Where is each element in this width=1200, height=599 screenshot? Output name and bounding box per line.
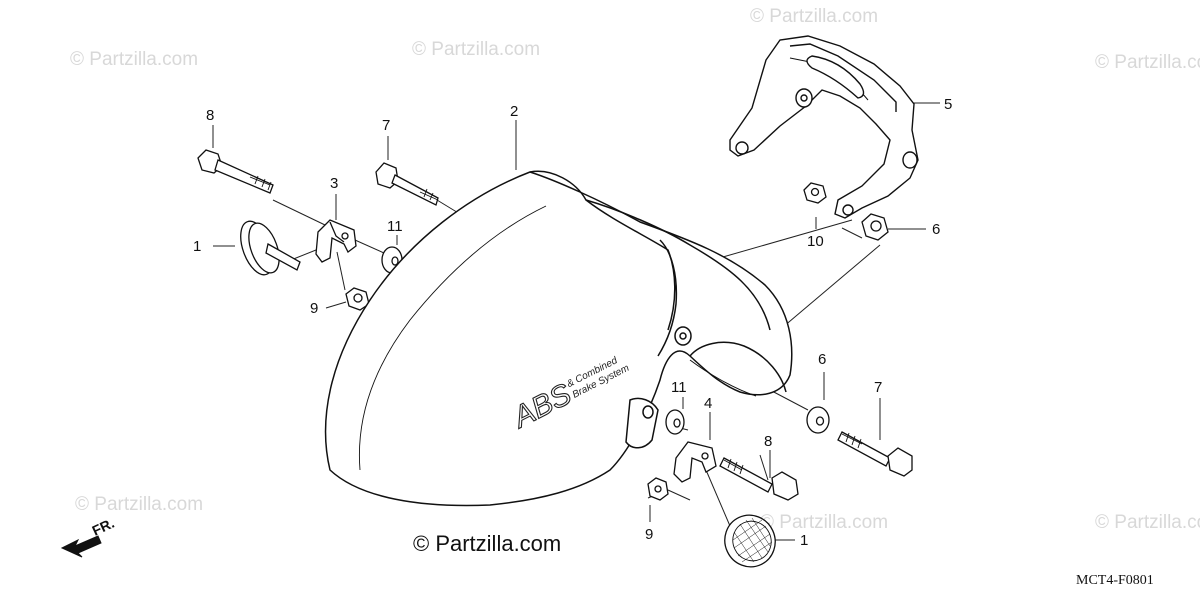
watermark-layer: © Partzilla.com © Partzilla.com © Partzi…: [70, 6, 1200, 533]
callout-1-lower: 1: [800, 532, 808, 549]
front-arrow-icon: [60, 535, 102, 558]
watermark-top-center: © Partzilla.com: [412, 39, 540, 60]
callout-3: 3: [330, 175, 338, 192]
callout-6-upper: 6: [932, 221, 940, 238]
watermark-top-right: © Partzilla.com: [750, 6, 878, 27]
clip-4: [673, 441, 717, 483]
callout-11-upper: 11: [387, 218, 403, 235]
callout-11-lower: 11: [671, 379, 687, 396]
front-fender-2: [324, 170, 793, 507]
callout-9-upper: 9: [310, 300, 318, 317]
callout-10: 10: [807, 233, 824, 250]
front-label: FR.: [90, 515, 117, 539]
watermark-top-left: © Partzilla.com: [70, 49, 198, 70]
grommet-1-upper: [240, 220, 301, 276]
bracket-5: [729, 35, 919, 219]
nut-9-upper: [345, 287, 370, 311]
washer-6-lower: [806, 406, 830, 434]
callout-8-lower: 8: [764, 433, 772, 450]
watermark-main: © Partzilla.com: [413, 531, 561, 556]
bolt-7-upper: [375, 162, 439, 206]
watermark-bottom-right: © Partzilla.com: [760, 512, 888, 533]
bolt-7-lower: [837, 431, 913, 477]
callout-8-upper: 8: [206, 107, 214, 124]
callout-9-lower: 9: [645, 526, 653, 543]
watermark-bottom-far-right: © Partzilla.com: [1095, 512, 1200, 533]
callout-4: 4: [704, 395, 712, 412]
clip-3: [315, 219, 357, 263]
callout-7-upper: 7: [382, 117, 390, 134]
callout-5: 5: [944, 96, 952, 113]
callout-2: 2: [510, 103, 518, 120]
watermark-bottom-left: © Partzilla.com: [75, 494, 203, 515]
front-direction-indicator: FR.: [60, 515, 117, 558]
bolt-8-upper: [197, 149, 274, 194]
callout-7-lower: 7: [874, 379, 882, 396]
diagram-code: MCT4-F0801: [1076, 573, 1154, 588]
bolt-8-lower: [719, 457, 799, 501]
reflector-1-lower: [724, 514, 776, 568]
nut-10: [803, 182, 827, 204]
watermark-far-right: © Partzilla.com: [1095, 52, 1200, 73]
callout-1-upper: 1: [193, 238, 201, 255]
nut-9-lower: [647, 477, 669, 501]
washer-11-lower: [665, 409, 685, 435]
callout-6-lower: 6: [818, 351, 826, 368]
callout-labels: 8 7 2 3 5 6 10 11 1 9 6 7 11 4 8 9 1: [193, 96, 952, 549]
nut-6-upper: [861, 213, 889, 241]
